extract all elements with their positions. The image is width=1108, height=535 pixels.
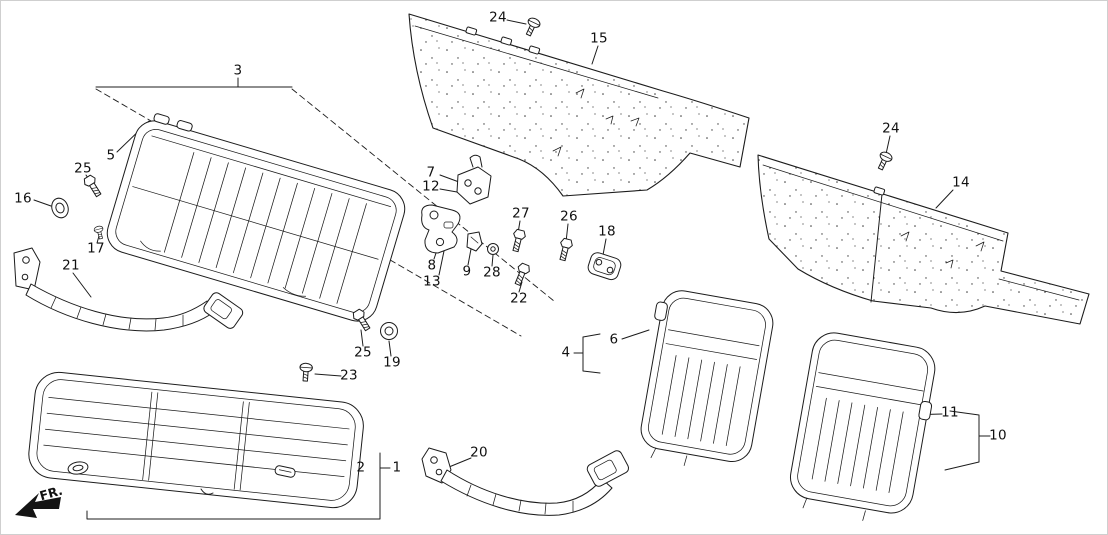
- callout-18: 18: [598, 223, 616, 240]
- screw-23-drawing: [298, 362, 314, 382]
- screw-24-drawing: [874, 149, 894, 173]
- leader-line: [72, 272, 92, 298]
- bracket-7-12-drawing: [456, 154, 492, 205]
- left-seat-back-cushion-drawing: [640, 290, 774, 466]
- bolt-26-drawing: [556, 237, 575, 263]
- bolt-27-drawing: [509, 228, 528, 254]
- callout-12: 12: [422, 178, 440, 195]
- leader-line: [448, 457, 472, 468]
- rear-side-panel-drawing: [757, 154, 1090, 325]
- clip-17-drawing: [93, 224, 106, 241]
- callout-10: 10: [989, 427, 1007, 444]
- callout-26: 26: [560, 208, 578, 225]
- right-seat-back-cushion-drawing: [789, 332, 936, 521]
- callout-6: 6: [609, 331, 619, 348]
- left-seat-belt-drawing: [13, 247, 244, 332]
- callout-3: 3: [233, 62, 243, 79]
- callout-2: 2: [356, 459, 366, 476]
- callout-24-right: 24: [882, 120, 900, 137]
- bracket-line-4: [582, 333, 601, 374]
- leader-line: [935, 189, 954, 209]
- callout-17: 17: [87, 240, 105, 257]
- hinge-bracket-8-13-drawing: [421, 204, 461, 254]
- leader-line: [506, 19, 527, 25]
- callout-5: 5: [106, 147, 116, 164]
- leader-line: [439, 174, 460, 183]
- dashed-line: [291, 88, 555, 302]
- belt-guide-slot: [176, 120, 193, 132]
- callout-1: 1: [392, 459, 402, 476]
- callout-28: 28: [483, 264, 501, 281]
- leader-line: [885, 135, 891, 155]
- striker-plate-18-drawing: [587, 252, 622, 281]
- right-seat-belt-drawing: [421, 447, 630, 516]
- callout-9: 9: [462, 263, 472, 280]
- clip-9-drawing: [466, 231, 483, 252]
- callout-25-left: 25: [74, 160, 92, 177]
- callout-23: 23: [340, 367, 358, 384]
- grommet-16-drawing: [51, 197, 69, 219]
- callout-24-top: 24: [489, 9, 507, 26]
- leader-line: [314, 373, 342, 377]
- seat-cushion-drawing: [28, 371, 364, 509]
- callout-22: 22: [510, 290, 528, 307]
- fr-arrow-icon: [15, 493, 61, 518]
- callout-15: 15: [590, 30, 608, 47]
- leader-line: [518, 281, 523, 293]
- bracket-line-10: [944, 410, 980, 471]
- callout-13: 13: [423, 273, 441, 290]
- belt-guide: [654, 301, 668, 321]
- leader-line: [602, 238, 607, 256]
- callout-16: 16: [14, 190, 32, 207]
- callout-27: 27: [512, 205, 530, 222]
- bolt-25-drawing: [81, 173, 105, 199]
- leader-line: [467, 248, 472, 266]
- callout-25-mid: 25: [354, 344, 372, 361]
- bracket-line-1: [86, 452, 381, 520]
- callout-7: 7: [426, 164, 436, 181]
- callout-19: 19: [383, 354, 401, 371]
- callout-20: 20: [470, 444, 488, 461]
- leader-line: [438, 250, 445, 276]
- callout-11: 11: [941, 404, 959, 421]
- leader-line: [591, 45, 599, 65]
- rear-shelf-panel-drawing: [408, 13, 750, 197]
- callout-21: 21: [62, 257, 80, 274]
- washer-28-drawing: [487, 243, 499, 255]
- leader-line: [360, 329, 364, 347]
- leader-line: [621, 329, 650, 340]
- grommet-19-drawing: [380, 322, 398, 340]
- belt-guide: [918, 400, 933, 421]
- leader-line: [33, 199, 52, 207]
- screw-24-drawing: [522, 15, 542, 39]
- callout-8: 8: [427, 257, 437, 274]
- leader-line: [439, 188, 458, 193]
- callout-14: 14: [952, 174, 970, 191]
- belt-guide-slot: [153, 113, 170, 125]
- callout-4: 4: [561, 344, 571, 361]
- leader-line: [388, 340, 392, 357]
- leader-line: [491, 254, 494, 267]
- seat-back-assembly-drawing: [106, 113, 406, 322]
- seat-cushion-fittings-drawing: [67, 461, 296, 495]
